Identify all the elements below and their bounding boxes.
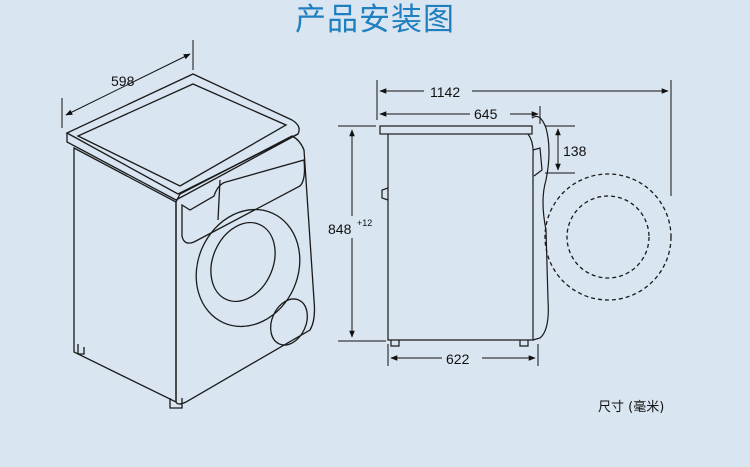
side-foot-front [519,340,529,347]
side-foot-back [390,340,400,347]
total-depth-label: 1142 [430,84,460,100]
foot-left [77,344,85,355]
body-depth-label: 645 [474,106,498,122]
foot-front [169,398,183,409]
washer-side-view [379,115,550,347]
dim-total-depth [376,80,672,196]
washer-3d-view [65,73,316,409]
door-offset-label: 138 [563,143,587,159]
base-depth-label: 622 [446,351,470,367]
door-swing-inner [566,195,650,279]
dim-width [61,40,194,128]
door-outer-ring [195,208,301,328]
side-body [387,133,534,341]
height-label: 848 [328,221,352,237]
side-top-strip [379,125,533,135]
washer-top-lid [65,73,300,195]
service-hatch [270,298,308,346]
page-title: 产品安装图 [295,2,455,38]
width-label: 598 [111,73,135,89]
dim-body-depth [379,106,541,124]
height-tolerance: +12 [357,218,372,228]
door-swing-outer [544,173,672,301]
washer-front-panel [175,135,316,405]
door-glass [210,221,276,303]
dim-door-offset [545,125,575,174]
unit-note: 尺寸 (毫米) [598,400,665,415]
washer-left-side [73,146,177,404]
door-swing [544,173,672,301]
control-panel [181,159,306,244]
